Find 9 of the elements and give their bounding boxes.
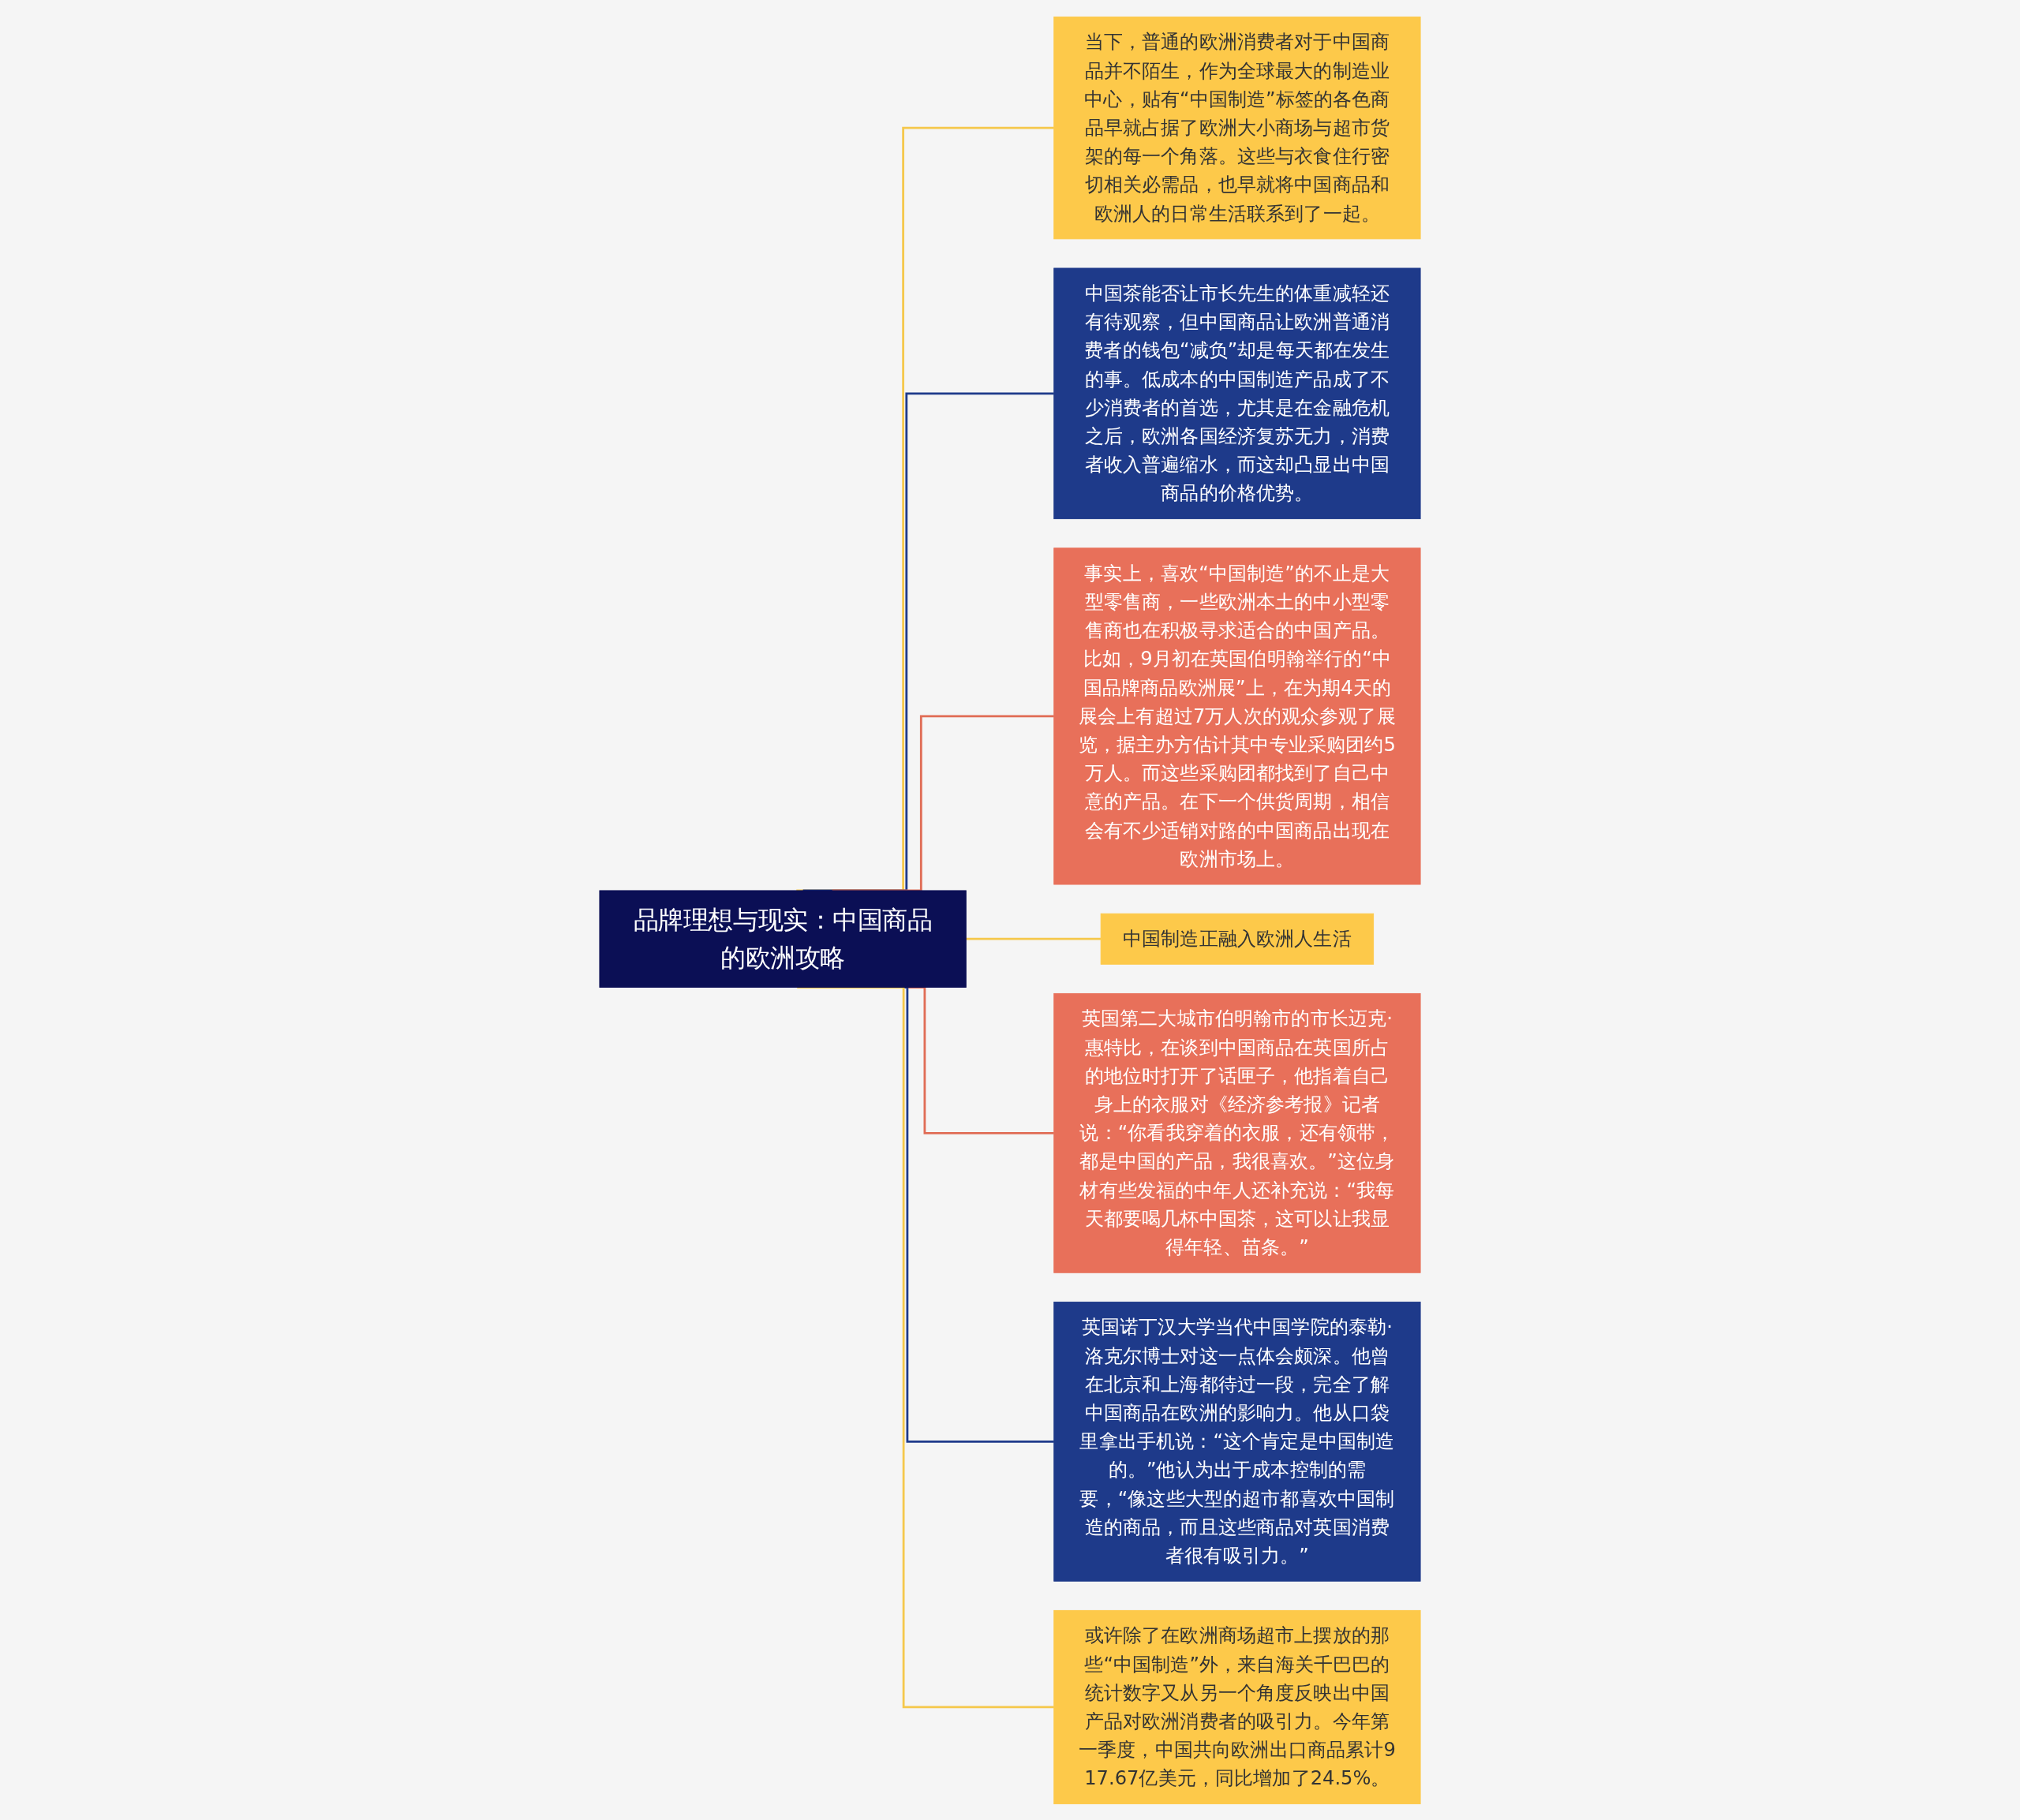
- node-box: 事实上，喜欢“中国制造”的不止是大型零售商，一些欧洲本土的中小型零售商也在积极寻求适合的中国产品。比如，9月初在英国伯明翰举行的“中国品牌商品欧洲展”上，在为期4天的展会上有超过7万人次的观众参观了展览，据主办方估计其中专业采购团约5万人。而这些采购团都找到了自己中意的产品。在下一个供货周期，相信会有不少适销对路的中国商品出现在欧洲市场上。: [1053, 547, 1421, 884]
- node-box: 中国茶能否让市长先生的体重减轻还有待观察，但中国商品让欧洲普通消费者的钱包“减负”却是每天都在发生的事。低成本的中国制造产品成了不少消费者的首选，尤其是在金融危机之后，欧洲各国经济复苏无力，消费者收入普遍缩水，而这却凸显出中国商品的价格优势。: [1053, 267, 1421, 519]
- node-box: 中国制造正融入欧洲人生活: [1100, 913, 1375, 965]
- node-box: 或许除了在欧洲商场超市上摆放的那些“中国制造”外，来自海关千巴巴的统计数字又从另一个角度反映出中国产品对欧洲消费者的吸引力。今年第一季度，中国共向欧洲出口商品累计917.67亿美元，同比增加了24.5%。: [1053, 1609, 1421, 1804]
- node-box: 品牌理想与现实：中国商品的欧洲攻略: [599, 889, 967, 988]
- connector: [966, 937, 1102, 940]
- node-box: 英国诺丁汉大学当代中国学院的泰勒·洛克尔博士对这一点体会颇深。他曾在北京和上海都待过一段，完全了解中国商品在欧洲的影响力。他从口袋里拿出手机说：“这个肯定是中国制造的。”他认为出于成本控制的需要，“像这些大型的超市都喜欢中国制造的商品，而且这些商品对英国消费者很有吸引力。”: [1053, 1301, 1421, 1582]
- node-box: 英国第二大城市伯明翰市的市长迈克·惠特比，在谈到中国商品在英国所占的地位时打开了话匣子，他指着自己身上的衣服对《经济参考报》记者说：“你看我穿着的衣服，还有领带，都是中国的产品，我很喜欢。”这位身材有些发福的中年人还补充说：“我每天都要喝几杯中国茶，这可以让我显得年轻、苗条。”: [1053, 992, 1421, 1273]
- node-box: 当下，普通的欧洲消费者对于中国商品并不陌生，作为全球最大的制造业中心，贴有“中国制造”标签的各色商品早就占据了欧洲大小商场与超市货架的每一个角落。这些与衣食住行密切相关必需品，也早就将中国商品和欧洲人的日常生活联系到了一起。: [1053, 16, 1421, 239]
